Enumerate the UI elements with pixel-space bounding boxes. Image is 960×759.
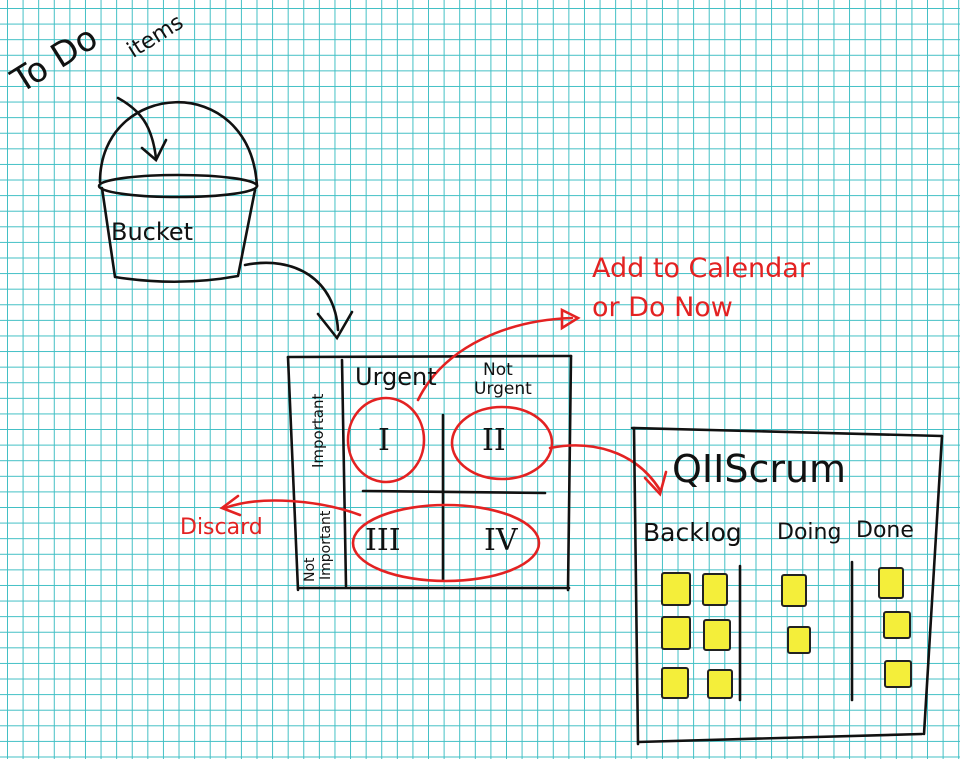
sticky-note bbox=[781, 574, 807, 607]
red-annotations bbox=[219, 307, 668, 583]
sticky-note bbox=[661, 616, 691, 650]
priority-matrix bbox=[286, 354, 573, 592]
quadrant-4-label: IV bbox=[484, 523, 518, 558]
bucket-shape bbox=[97, 100, 259, 284]
q2-circle bbox=[450, 405, 554, 481]
sticky-note bbox=[702, 573, 728, 606]
matrix-col-not-urgent-line1: Not bbox=[483, 360, 513, 380]
arrow-into-bucket bbox=[116, 96, 168, 163]
matrix-col-not-urgent-line2: Urgent bbox=[474, 379, 532, 399]
scrum-col-done: Done bbox=[856, 518, 914, 543]
matrix-row-not-important-line1: Not bbox=[302, 557, 318, 582]
sticky-notes bbox=[661, 567, 912, 699]
matrix-col-urgent: Urgent bbox=[355, 363, 437, 391]
scrum-col-backlog: Backlog bbox=[643, 518, 742, 547]
quadrant-3-label: III bbox=[365, 523, 401, 558]
matrix-row-not-important-line2: Important bbox=[318, 510, 334, 580]
matrix-row-important: Important bbox=[309, 393, 327, 468]
sticky-note bbox=[707, 669, 733, 699]
add-to-calendar-label: Add to Calendar bbox=[592, 253, 810, 284]
sticky-note bbox=[878, 567, 904, 599]
sticky-note bbox=[884, 660, 912, 688]
do-now-label: or Do Now bbox=[592, 292, 733, 323]
bucket-label: Bucket bbox=[111, 218, 194, 246]
scrum-board-title: QIIScrum bbox=[672, 447, 847, 491]
quadrant-1-label: I bbox=[378, 423, 390, 458]
sticky-note bbox=[661, 572, 691, 606]
sticky-note bbox=[787, 626, 811, 654]
arrow-to-scrum bbox=[548, 444, 662, 492]
sticky-note bbox=[703, 619, 731, 651]
scrum-col-doing: Doing bbox=[777, 520, 842, 545]
scrum-board bbox=[630, 426, 944, 746]
sticky-note bbox=[661, 667, 689, 699]
quadrant-2-label: II bbox=[482, 423, 506, 458]
arrow-to-discard bbox=[223, 499, 362, 517]
arrow-bucket-to-matrix bbox=[243, 261, 354, 341]
sticky-note bbox=[883, 611, 911, 639]
arrow-to-calendar bbox=[416, 316, 574, 402]
q1-circle bbox=[346, 396, 426, 484]
discard-label: Discard bbox=[180, 515, 263, 540]
q3-q4-circle bbox=[351, 503, 541, 583]
